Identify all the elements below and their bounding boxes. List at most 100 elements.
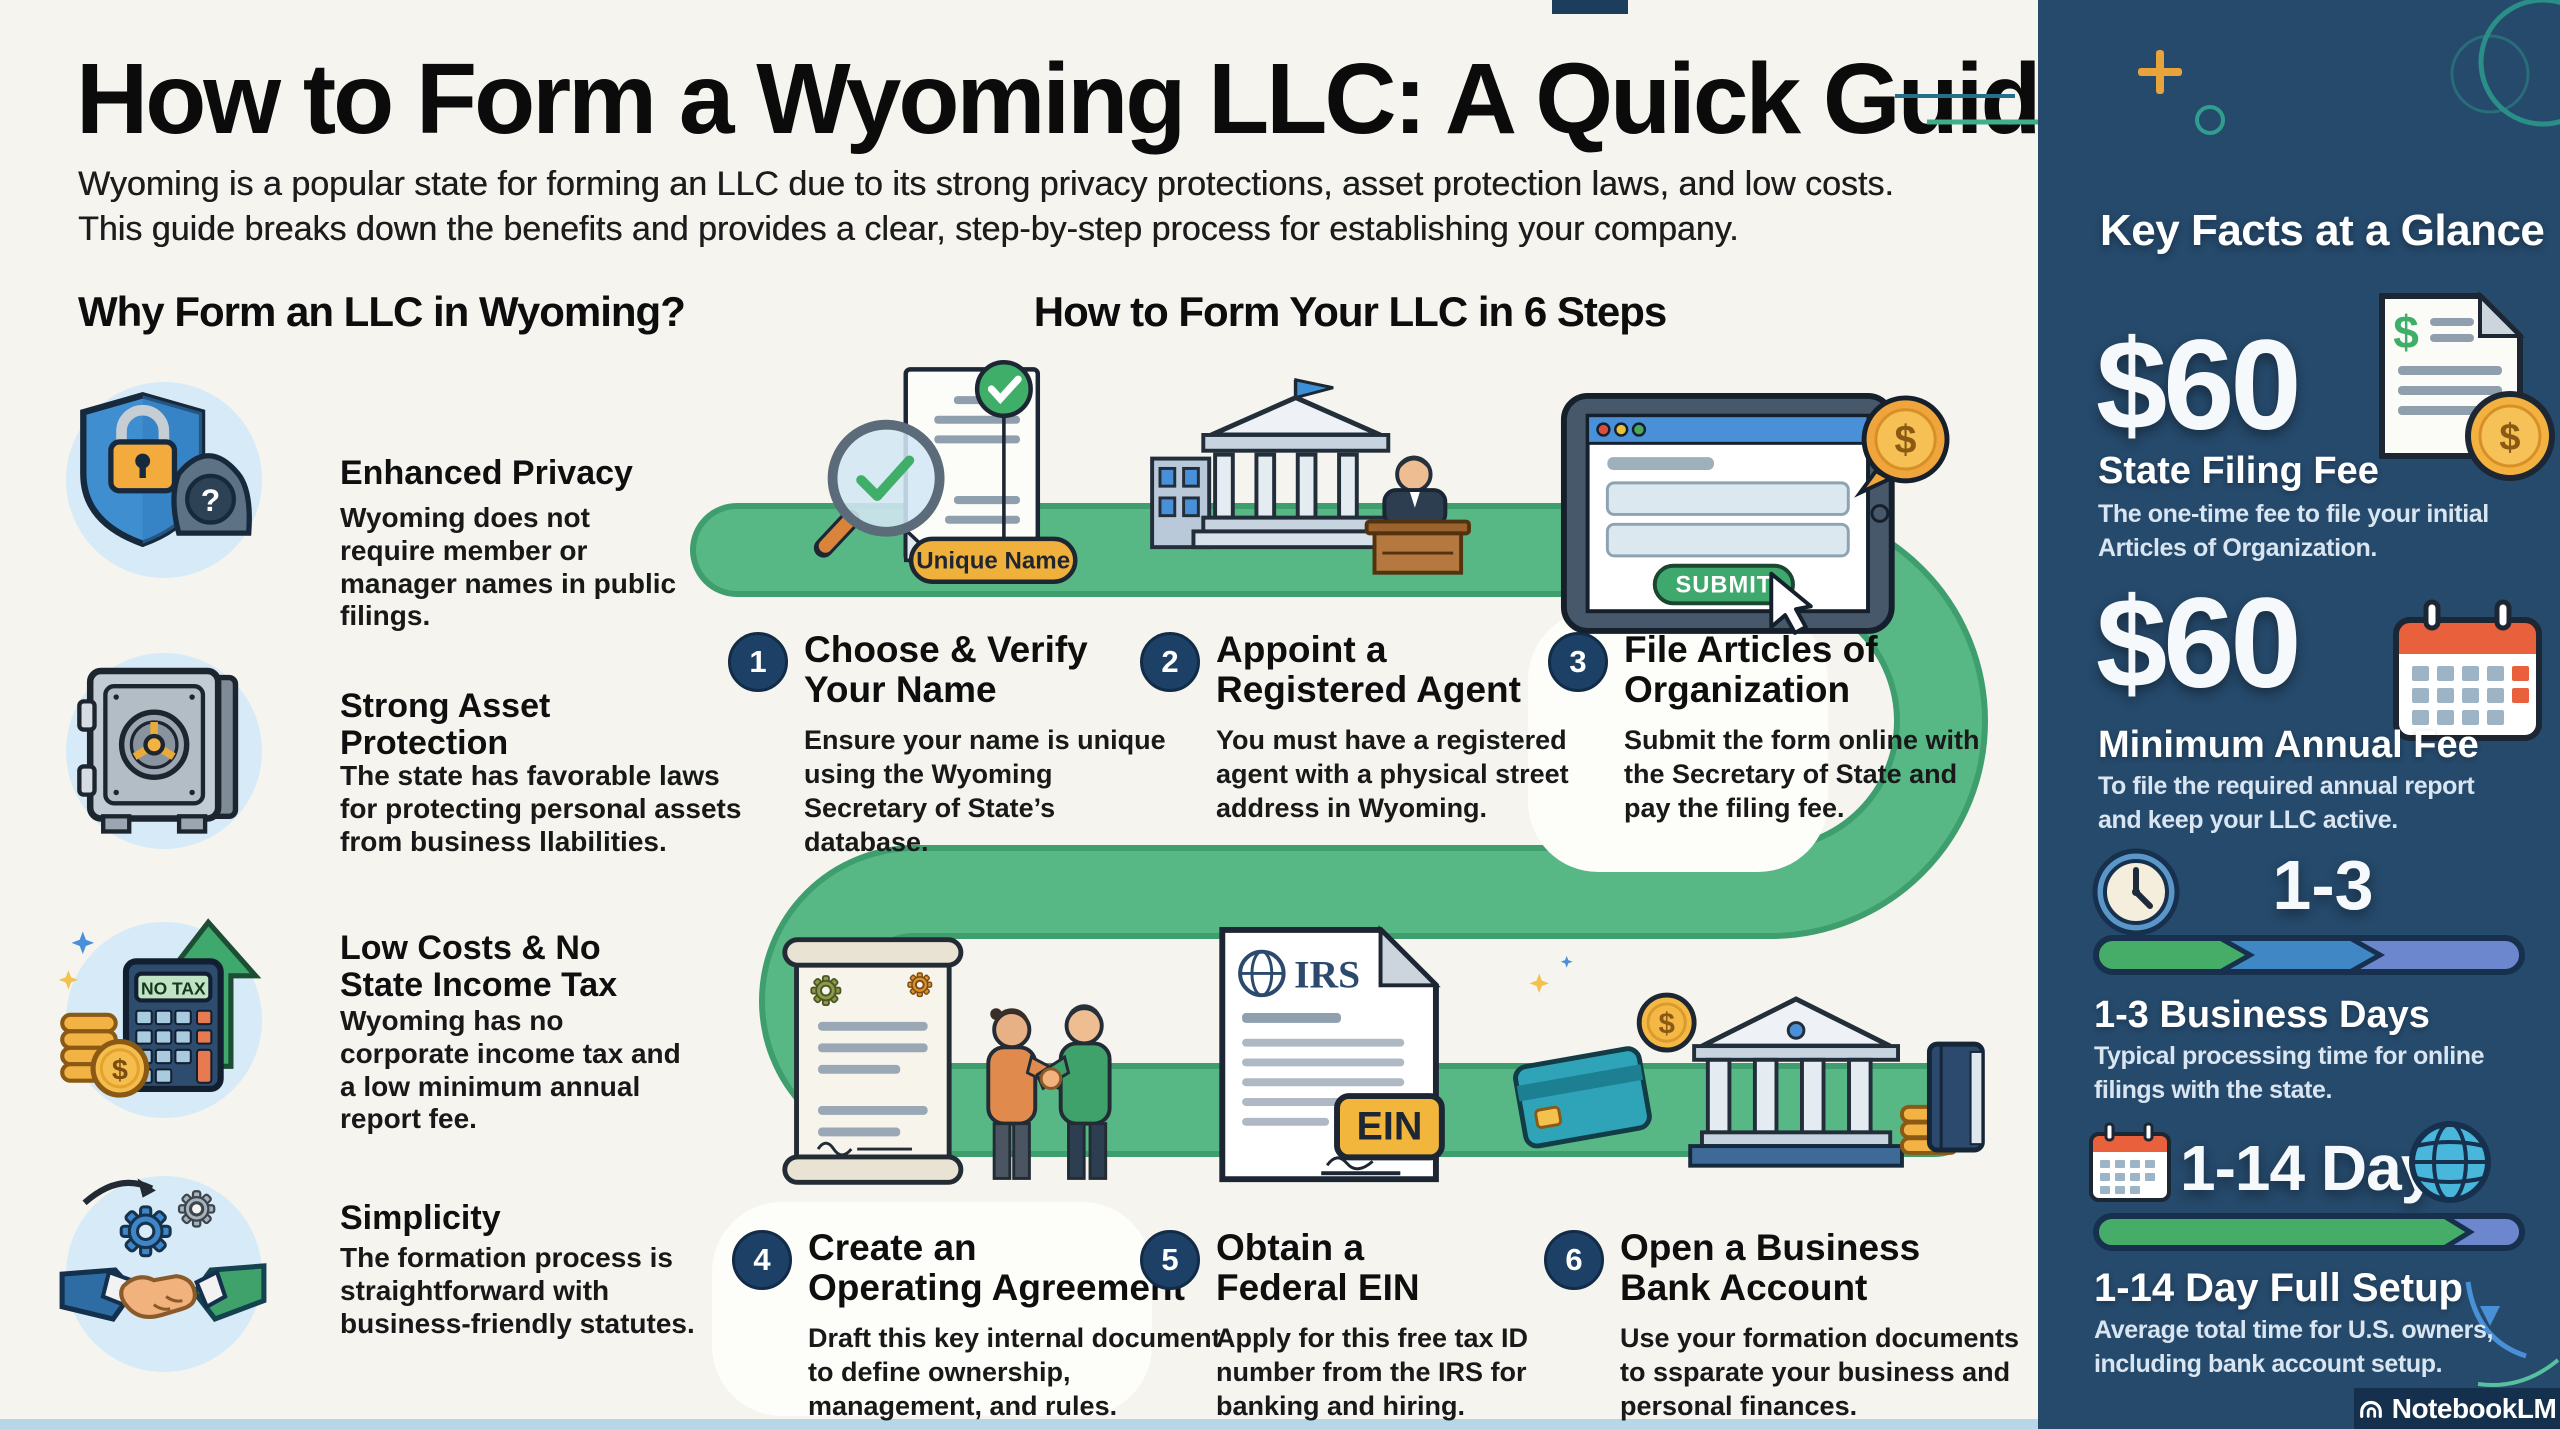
benefit1-desc: Wyoming does not require member or manag…	[340, 502, 677, 632]
fact1-value: $60	[2096, 314, 2302, 457]
benefit3-title-line1: Low Costs & No	[340, 929, 601, 967]
fact4-desc: Average total time for U.S. owners, incl…	[2094, 1314, 2493, 1381]
step3-title: File Articles of Organization	[1624, 630, 2002, 710]
step1-desc: Ensure your name is unique using the Wyo…	[804, 724, 1166, 857]
benefit4-title-line1: Simplicity	[340, 1199, 501, 1237]
registered-agent-building-icon	[1150, 378, 1471, 575]
fact4-value: 1-14 Day	[2180, 1132, 2436, 1204]
step-5: 5 Obtain a Federal EIN Apply for this fr…	[1140, 1228, 1580, 1423]
step-1: 1 Choose & Verify Your Name Ensure your …	[728, 630, 1182, 859]
globe-icon	[2409, 1121, 2491, 1203]
fact2-desc: To file the required annual report and k…	[2098, 770, 2475, 837]
safe-vault-icon	[77, 667, 239, 834]
step1-title: Choose & Verify Your Name	[804, 630, 1182, 710]
fact3-title: 1-3 Business Days	[2094, 994, 2430, 1036]
benefit1-title: Enhanced Privacy	[340, 454, 633, 492]
steps-heading: How to Form Your LLC in 6 Steps	[1033, 288, 1667, 335]
fact4-progress-bar	[2093, 1213, 2525, 1251]
svg-text:$: $	[1658, 1007, 1674, 1040]
dollar-document-icon: $ $	[2379, 291, 2555, 481]
key-facts-sidebar: Key Facts at a Glance $60 $ $ State Fili…	[2038, 0, 2560, 1429]
svg-text:$: $	[1895, 418, 1917, 462]
step3-title-line1: File Articles of	[1624, 629, 1878, 670]
operating-agreement-icon	[782, 937, 1112, 1185]
step-2: 2 Appoint a Registered Agent You must ha…	[1140, 630, 1604, 825]
calendar-icon	[2393, 599, 2542, 741]
benefit2-desc: The state has favorable laws for protect…	[340, 760, 742, 857]
fact4-desc-line1: Average total time for U.S. owners,	[2094, 1316, 2494, 1344]
step5-title: Obtain a Federal EIN	[1216, 1228, 1580, 1308]
svg-text:$: $	[112, 1055, 128, 1087]
step4-title: Create an Operating Agreement	[808, 1228, 1248, 1308]
fact1-desc-line1: The one-time fee to file your initial	[2098, 500, 2489, 528]
step4-text-bubble	[712, 1202, 1152, 1416]
name-search-document-icon: Unique Name	[813, 359, 1078, 584]
step2-desc: You must have a registered agent with a …	[1216, 724, 1569, 823]
bottom-strip-decoration	[0, 1419, 2038, 1429]
step1-number-badge: 1	[728, 632, 788, 692]
fact2-title: Minimum Annual Fee	[2098, 724, 2479, 766]
fact4-title: 1-14 Day Full Setup	[2094, 1266, 2463, 1310]
step5-number-badge: 5	[1140, 1230, 1200, 1290]
irs-ein-document-icon: IRS EIN	[1219, 925, 1445, 1183]
step3-title-line2: Organization	[1624, 668, 1851, 710]
shield-lock-anonymous-icon: ?	[80, 392, 252, 548]
step6-title: Open a Business Bank Account	[1620, 1228, 2024, 1308]
step-6: 6 Open a Business Bank Account Use your …	[1544, 1228, 2024, 1423]
benefit3-desc: Wyoming has no corporate income tax and …	[340, 1005, 681, 1135]
ein-badge-label: EIN	[1356, 1105, 1422, 1149]
step2-title-line2: Registered Agent	[1216, 668, 1521, 710]
step4-title-line1: Create an	[808, 1227, 977, 1268]
step2-title: Appoint a Registered Agent	[1216, 630, 1604, 710]
page-title: How to Form a Wyoming LLC: A Quick Guide	[76, 43, 2094, 155]
irs-logo-label: IRS	[1294, 952, 1360, 996]
step6-number-badge: 6	[1544, 1230, 1604, 1290]
benefit4-title: Simplicity	[340, 1199, 501, 1237]
fact4-desc-line2: including bank account setup.	[2094, 1349, 2443, 1378]
step4-number-badge: 4	[732, 1230, 792, 1290]
page-subtitle-line1: Wyoming is a popular state for forming a…	[78, 165, 1894, 203]
step2-title-line1: Appoint a	[1216, 629, 1387, 670]
fact3-value: 1-3	[2272, 846, 2374, 924]
fact2-value: $60	[2096, 572, 2302, 715]
svg-text:$: $	[2393, 306, 2419, 358]
benefit2-title-line2: Protection	[340, 724, 509, 763]
brand-name: NotebookLM	[2391, 1392, 2557, 1424]
step1-title-line1: Choose & Verify	[804, 629, 1088, 670]
fact3-desc-line1: Typical processing time for online	[2094, 1042, 2485, 1070]
step6-title-line2: Bank Account	[1620, 1266, 1868, 1308]
page-subtitle-line2: This guide breaks down the benefits and …	[78, 210, 1739, 248]
step3-desc: Submit the form online with the Secretar…	[1624, 724, 1980, 823]
sidebar-heading: Key Facts at a Glance	[2100, 206, 2545, 255]
submit-button-label: SUBMIT	[1676, 572, 1773, 598]
submit-form-tablet-icon: SUBMIT $	[1560, 392, 1950, 635]
benefit2-title-line1: Strong Asset	[340, 687, 551, 725]
fact1-desc-line2: Articles of Organization.	[2098, 533, 2377, 562]
benefits-heading: Why Form an LLC in Wyoming?	[78, 288, 686, 335]
svg-text:$: $	[2499, 417, 2520, 459]
fact2-desc-line2: and keep your LLC active.	[2098, 805, 2398, 834]
step5-title-line1: Obtain a	[1216, 1227, 1365, 1268]
question-mark-glyph: ?	[201, 482, 220, 518]
no-tax-label: NO TAX	[141, 978, 206, 998]
step3-number-badge: 3	[1548, 632, 1608, 692]
benefit3-title: Low Costs & No State Income Tax	[340, 929, 618, 1005]
step4-title-line2: Operating Agreement	[808, 1266, 1185, 1308]
small-calendar-icon	[2089, 1122, 2171, 1202]
top-notch-decoration	[1552, 0, 1628, 14]
step5-title-line2: Federal EIN	[1216, 1266, 1420, 1308]
benefit1-title-line1: Enhanced Privacy	[340, 454, 633, 492]
step5-desc: Apply for this free tax ID number from t…	[1216, 1322, 1529, 1421]
notebooklm-badge: NotebookLM	[2354, 1388, 2560, 1429]
fact3-desc-line2: filings with the state.	[2094, 1075, 2333, 1104]
fact3-desc: Typical processing time for online filin…	[2094, 1040, 2485, 1107]
fact1-title: State Filing Fee	[2098, 450, 2379, 492]
step6-desc: Use your formation documents to ssparate…	[1620, 1322, 2020, 1421]
business-bank-icon: $	[1513, 955, 1985, 1168]
fact2-desc-line1: To file the required annual report	[2098, 772, 2475, 800]
step4-desc: Draft this key internal document to defi…	[808, 1322, 1221, 1421]
clock-icon	[2092, 848, 2180, 936]
benefit3-title-line2: State Income Tax	[340, 966, 618, 1005]
unique-name-label: Unique Name	[916, 547, 1070, 574]
